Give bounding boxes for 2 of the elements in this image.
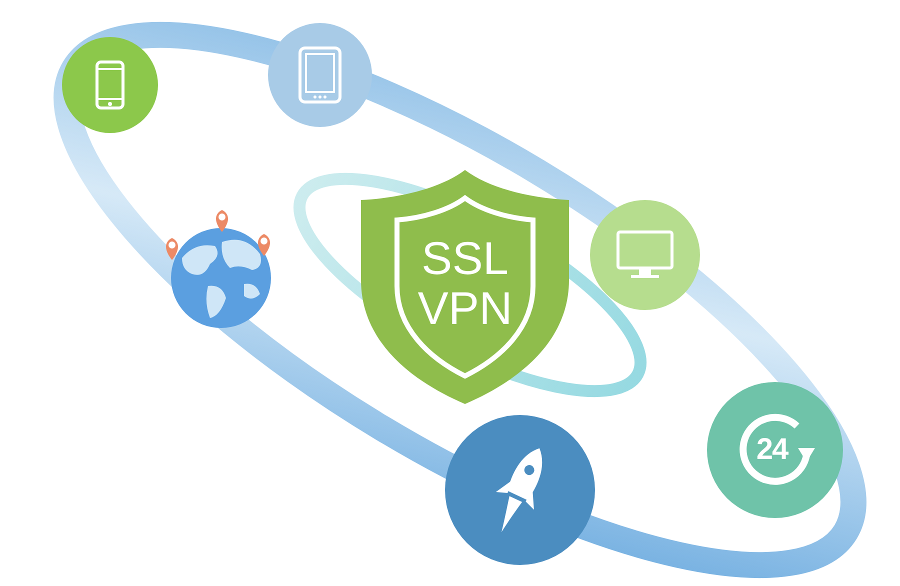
shield-label: SSL VPN xyxy=(416,234,514,334)
hours-label: 24 xyxy=(756,433,788,467)
